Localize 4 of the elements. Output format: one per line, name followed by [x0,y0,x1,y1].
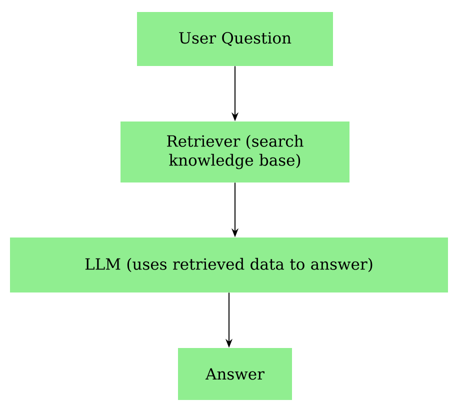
process-box: LLM (uses retrieved data to answer) [10,238,448,292]
process-box: Retriever (search knowledge base) [120,122,350,182]
process-box: Answer [178,348,292,400]
process-box: User Question [137,12,333,66]
